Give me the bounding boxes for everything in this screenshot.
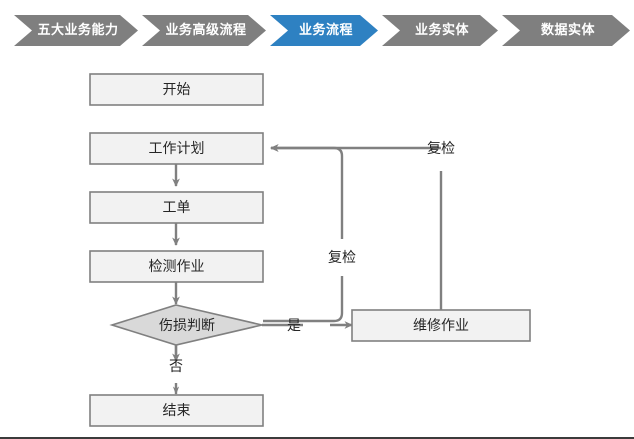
flowchart-canvas: 开始 工作计划 工单 检测作业 伤损判断 维修作业 结束 复检 复检 是 否: [0, 56, 634, 439]
node-work-plan-shape[interactable]: [89, 132, 264, 165]
breadcrumb-chevrons: [14, 15, 630, 46]
edge-inspection-recheck-upper: [270, 144, 344, 239]
node-damage-decision-shape[interactable]: [109, 304, 263, 346]
node-inspection-shape[interactable]: [89, 250, 264, 283]
node-repair-shape[interactable]: [351, 309, 531, 342]
flowchart-graphics: [89, 73, 531, 427]
chevron-shape-3[interactable]: [382, 15, 498, 46]
chevron-shape-0[interactable]: [14, 15, 138, 46]
chevron-shape-2[interactable]: [270, 15, 378, 46]
chevron-shape-1[interactable]: [142, 15, 266, 46]
chevron-shape-4[interactable]: [502, 15, 630, 46]
breadcrumb: 五大业务能力 业务高级流程 业务流程 业务实体 数据实体: [0, 0, 634, 56]
node-start-shape[interactable]: [89, 73, 264, 106]
node-work-order-shape[interactable]: [89, 191, 264, 224]
node-end-shape[interactable]: [89, 394, 264, 427]
edge-inspection-recheck-lower: [263, 276, 344, 323]
